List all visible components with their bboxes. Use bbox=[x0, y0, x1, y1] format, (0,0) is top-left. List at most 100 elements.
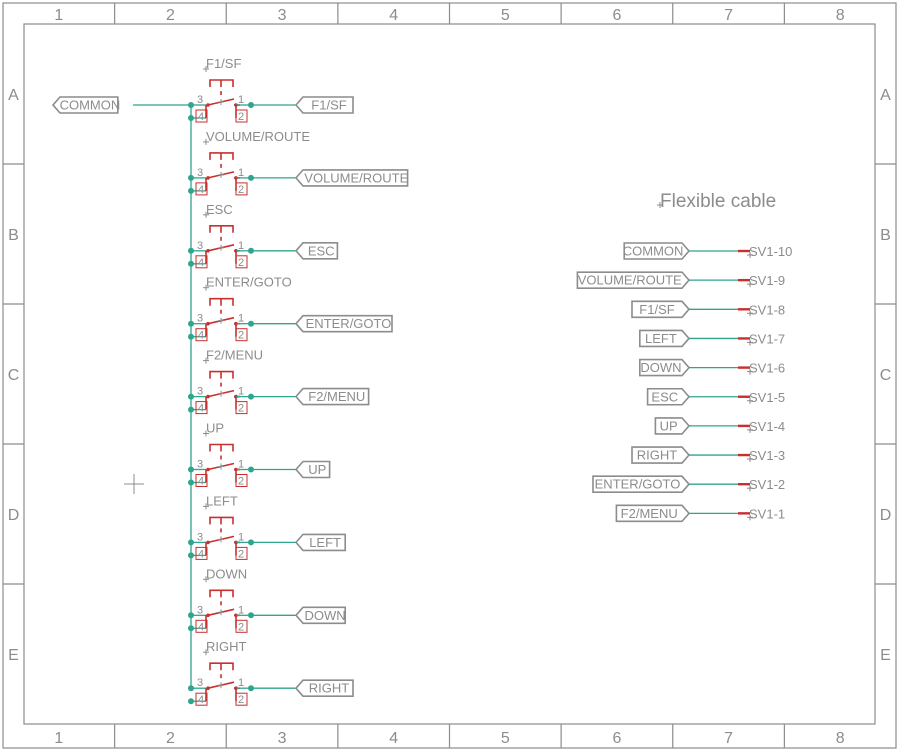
grid-col-top-6: 6 bbox=[612, 7, 621, 24]
connector-net-label: COMMON bbox=[623, 244, 684, 259]
connector-net-label: UP bbox=[660, 418, 678, 433]
pin-3: 3 bbox=[197, 94, 203, 106]
pin-4: 4 bbox=[198, 403, 204, 415]
switch-output-label: F2/MENU bbox=[308, 389, 365, 404]
misc-marks bbox=[124, 474, 144, 494]
grid-row-left-A: A bbox=[8, 87, 19, 104]
connector-net-label: VOLUME/ROUTE bbox=[578, 273, 682, 288]
grid-col-top-3: 3 bbox=[278, 7, 287, 24]
switch-output-label: DOWN bbox=[305, 608, 346, 623]
connector-net-flag bbox=[631, 300, 691, 319]
connector-net-label: F1/SF bbox=[639, 302, 674, 317]
connector-net-flag bbox=[615, 504, 691, 523]
connector-pin-label: SV1-10 bbox=[749, 244, 792, 259]
connector-net-label: F2/MENU bbox=[621, 506, 678, 521]
grid-row-right-D: D bbox=[880, 507, 892, 524]
grid-row-left-D: D bbox=[8, 507, 20, 524]
pin-4: 4 bbox=[198, 548, 204, 560]
connector-pin-label: SV1-7 bbox=[749, 331, 785, 346]
switch-output-label: UP bbox=[308, 462, 326, 477]
grid-col-bottom-1: 1 bbox=[54, 730, 63, 747]
grid-row-right-E: E bbox=[880, 647, 891, 664]
pin-4: 4 bbox=[198, 694, 204, 706]
pin-3: 3 bbox=[197, 386, 203, 398]
grid-row-right-C: C bbox=[880, 367, 892, 384]
pin-4: 4 bbox=[198, 621, 204, 633]
switch-name: RIGHT bbox=[206, 639, 247, 654]
common-input-flag bbox=[51, 96, 119, 114]
pin-2: 2 bbox=[238, 403, 244, 415]
connector-net-flag bbox=[646, 387, 691, 406]
grid-col-top-1: 1 bbox=[54, 7, 63, 24]
connector-net-flag bbox=[639, 358, 691, 377]
switch-output-flag bbox=[294, 242, 339, 260]
switch-output-flag bbox=[294, 314, 393, 333]
switch-output-flag bbox=[294, 679, 354, 697]
switch-output-flag bbox=[294, 533, 346, 552]
grid-row-left-E: E bbox=[8, 647, 19, 664]
connector-net-flag bbox=[631, 446, 691, 464]
switch-name: ENTER/GOTO bbox=[206, 275, 292, 290]
pin-2: 2 bbox=[238, 111, 244, 123]
switch-output-label: RIGHT bbox=[309, 681, 350, 696]
switch-array: F1/SF3412F1/SFVOLUME/ROUTE3412VOLUME/ROU… bbox=[188, 56, 409, 706]
switch-name: F2/MENU bbox=[206, 348, 263, 363]
pin-3: 3 bbox=[197, 167, 203, 179]
switch-name: DOWN bbox=[206, 566, 247, 581]
connector-pin-label: SV1-1 bbox=[749, 506, 785, 521]
grid-col-top-4: 4 bbox=[389, 7, 398, 24]
switch-name: F1/SF bbox=[206, 56, 241, 71]
connector-row: COMMON SV1-10 bbox=[623, 242, 792, 260]
connector-net-flag bbox=[592, 475, 691, 493]
connector-row: F2/MENU SV1-1 bbox=[615, 504, 785, 523]
grid-col-bottom-7: 7 bbox=[724, 730, 733, 747]
switch-output-flag bbox=[294, 169, 409, 187]
connector-row: UP SV1-4 bbox=[654, 417, 785, 435]
connector-row: VOLUME/ROUTE SV1-9 bbox=[576, 271, 785, 289]
connector-pin-label: SV1-3 bbox=[749, 448, 785, 463]
pin-1: 1 bbox=[238, 604, 244, 616]
pin-3: 3 bbox=[197, 677, 203, 689]
grid-col-top-5: 5 bbox=[501, 7, 510, 24]
switch-output-flag bbox=[294, 96, 354, 114]
pin-2: 2 bbox=[238, 476, 244, 488]
connector-net-label: DOWN bbox=[640, 360, 681, 375]
pin-1: 1 bbox=[238, 677, 244, 689]
switch-output-label: LEFT bbox=[309, 535, 341, 550]
pin-3: 3 bbox=[197, 531, 203, 543]
pin-3: 3 bbox=[197, 604, 203, 616]
grid-col-bottom-4: 4 bbox=[389, 730, 398, 747]
grid-col-top-2: 2 bbox=[166, 7, 175, 24]
connector-net-flag bbox=[639, 329, 691, 348]
common-input-label: COMMON bbox=[60, 98, 121, 113]
pin-3: 3 bbox=[197, 240, 203, 252]
grid-col-bottom-2: 2 bbox=[166, 730, 175, 747]
switch-output-label: ENTER/GOTO bbox=[306, 316, 392, 331]
connector-pin-label: SV1-9 bbox=[749, 273, 785, 288]
pin-1: 1 bbox=[238, 531, 244, 543]
connector-net-flag bbox=[576, 271, 691, 289]
pin-2: 2 bbox=[238, 184, 244, 196]
grid-row-left-B: B bbox=[8, 227, 19, 244]
pin-4: 4 bbox=[198, 476, 204, 488]
connector-row: DOWN SV1-6 bbox=[639, 358, 785, 377]
common-bus: COMMON bbox=[51, 96, 192, 689]
pin-1: 1 bbox=[238, 313, 244, 325]
connector-net-flag bbox=[654, 417, 691, 435]
connector-pin-label: SV1-4 bbox=[749, 419, 785, 434]
pin-4: 4 bbox=[198, 257, 204, 269]
pin-2: 2 bbox=[238, 257, 244, 269]
connector-pin-label: SV1-6 bbox=[749, 361, 785, 376]
switch-name: UP bbox=[206, 421, 224, 436]
